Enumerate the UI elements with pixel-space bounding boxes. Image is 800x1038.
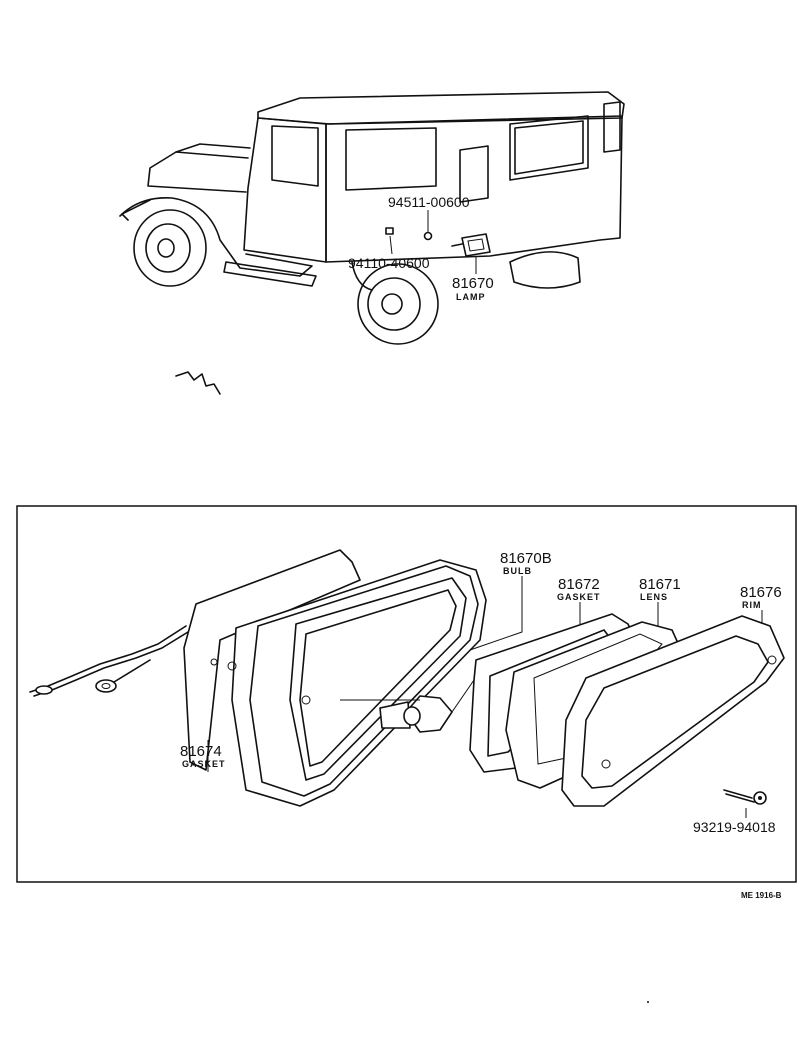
label-81672-name: GASKET [557,592,601,602]
label-81676-name: RIM [742,600,762,610]
exploded-view [29,549,785,818]
label-94110-number: 94110-40600 [348,255,430,271]
label-81670-number: 81670 [452,275,494,292]
label-81676-number: 81676 [740,584,782,601]
label-81670b-number: 81670B [500,550,552,567]
label-81674-name: GASKET [182,759,226,769]
label-81670-name: LAMP [456,292,486,302]
stray-mark [647,1001,649,1003]
label-81674-number: 81674 [180,743,222,760]
label-93219-number: 93219-94018 [693,819,776,835]
label-81672-number: 81672 [558,576,600,593]
vehicle-illustration [119,91,625,395]
label-81671-name: LENS [640,592,668,602]
figure-reference: ME 1916-B [741,891,782,900]
label-81671-number: 81671 [639,576,681,593]
label-81670b-name: BULB [503,566,532,576]
label-94511-number: 94511-00600 [388,194,470,210]
exploded-view-frame [16,505,797,883]
